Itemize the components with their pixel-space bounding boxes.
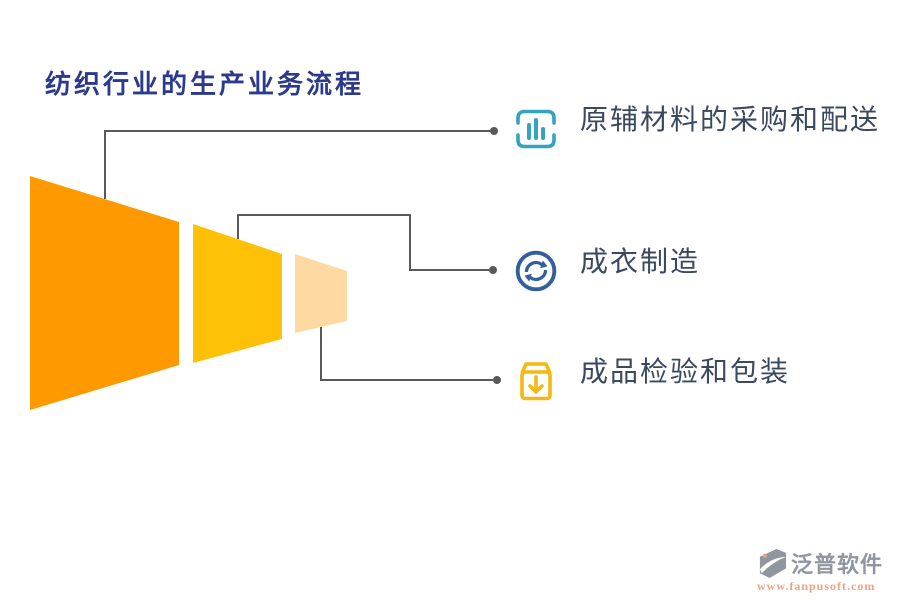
connector-line-3 <box>320 327 493 381</box>
funnel-segment-3 <box>295 254 347 333</box>
connector-line-1 <box>104 130 490 199</box>
brand-name: 泛普软件 <box>790 552 883 577</box>
connector-dot-1 <box>490 127 498 135</box>
brand-logo-icon <box>759 548 787 578</box>
item-label: 原辅材料的采购和配送 <box>580 105 881 136</box>
connector-line-2 <box>237 214 489 271</box>
item-label: 成品检验和包装 <box>580 357 791 388</box>
connector-dot-3 <box>493 376 501 384</box>
page-title: 纺织行业的生产业务流程 <box>45 70 365 99</box>
process-item-manufacturing: 成衣制造 <box>514 247 900 293</box>
connector-dot-2 <box>489 266 497 274</box>
bar-chart-icon <box>516 109 556 149</box>
package-down-icon <box>520 362 552 401</box>
funnel-segment-1 <box>30 176 179 410</box>
item-label: 成衣制造 <box>580 247 701 278</box>
brand-url: www.fanpusoft.com <box>756 579 876 593</box>
process-item-packaging: 成品检验和包装 <box>514 357 900 403</box>
process-item-materials: 原辅材料的采购和配送 <box>514 105 900 151</box>
funnel-segment-2 <box>193 224 282 363</box>
watermark: 泛普软件 www.fanpusoft.com <box>757 547 883 594</box>
sync-icon <box>515 250 557 292</box>
